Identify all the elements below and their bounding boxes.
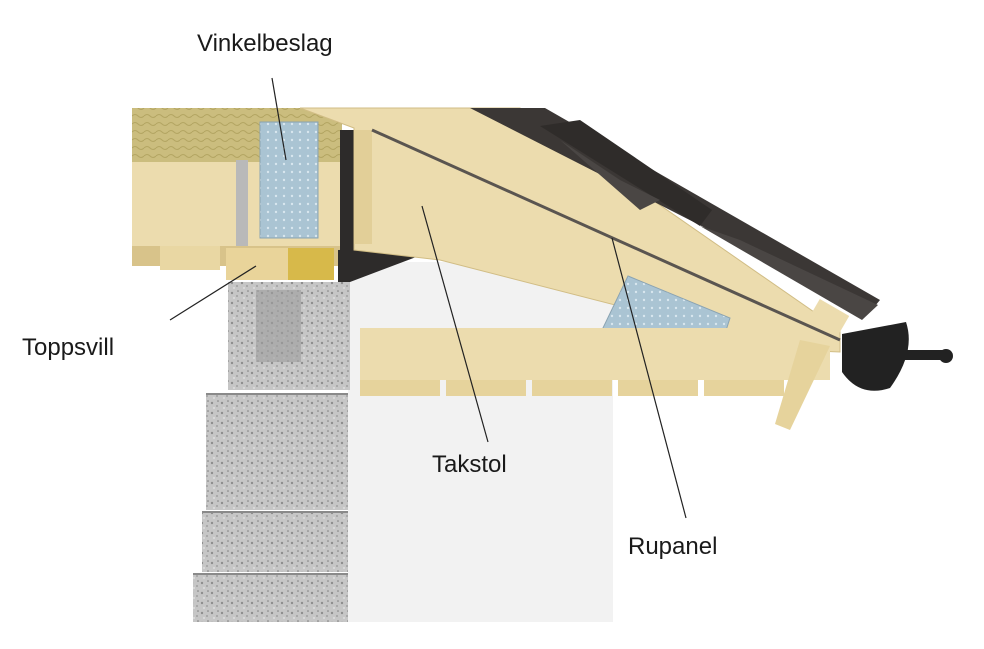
roof-tiles bbox=[470, 108, 880, 320]
top-plate bbox=[226, 248, 334, 280]
leader-toppsvill bbox=[169, 265, 257, 321]
angle-bracket-plate bbox=[259, 121, 319, 239]
leader-rupanel bbox=[611, 237, 687, 519]
roof-sheathing bbox=[371, 128, 841, 342]
label-vinkelbeslag: Vinkelbeslag bbox=[197, 30, 333, 57]
leader-takstol bbox=[421, 205, 489, 443]
soffit bbox=[360, 328, 830, 396]
interior-wall bbox=[348, 262, 613, 622]
gutter bbox=[842, 322, 953, 391]
label-takstol: Takstol bbox=[432, 451, 507, 478]
concrete-block-wall bbox=[193, 282, 350, 622]
roof-battens bbox=[503, 144, 850, 336]
label-toppsvill: Toppsvill bbox=[22, 334, 115, 361]
leader-vinkelbeslag bbox=[271, 77, 287, 161]
fascia-board bbox=[775, 340, 830, 430]
label-rupanel: Rupanel bbox=[628, 533, 718, 560]
